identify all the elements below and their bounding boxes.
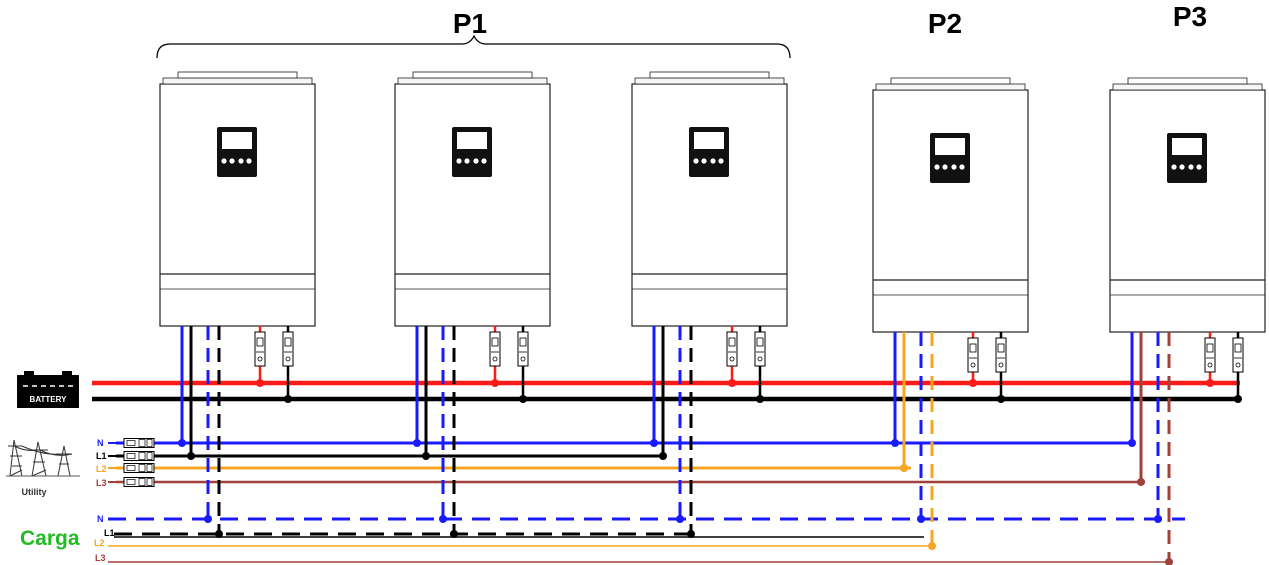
dc-breaker-positive-icon bbox=[726, 331, 738, 367]
utility-breaker-icon bbox=[123, 463, 155, 473]
junction-dot bbox=[676, 515, 684, 523]
junction-dot bbox=[439, 515, 447, 523]
inverter-p1-b bbox=[394, 71, 551, 327]
junction-dot bbox=[1137, 478, 1145, 486]
utility-breaker-icon bbox=[123, 438, 155, 448]
utility-breaker-icon bbox=[123, 477, 155, 487]
battery-negative-junction-dot bbox=[997, 395, 1005, 403]
battery-positive-junction-dot bbox=[728, 379, 736, 387]
inverter-p1-c bbox=[631, 71, 788, 327]
utility-tower-icon bbox=[6, 439, 80, 477]
junction-dot bbox=[187, 452, 195, 460]
group-label-p3: P3 bbox=[1173, 1, 1207, 32]
battery-negative-junction-dot bbox=[284, 395, 292, 403]
dc-breaker-negative-icon bbox=[1232, 337, 1244, 373]
dc-breaker-negative-icon bbox=[995, 337, 1007, 373]
battery-positive-junction-dot bbox=[969, 379, 977, 387]
battery-positive-junction-dot bbox=[256, 379, 264, 387]
junction-dot bbox=[659, 452, 667, 460]
inverter-group bbox=[159, 71, 1266, 333]
load-line-l2-label: L2 bbox=[94, 538, 105, 548]
dc-breaker-positive-icon bbox=[489, 331, 501, 367]
dc-breaker-positive-icon bbox=[1204, 337, 1216, 373]
utility-line-n-label: N bbox=[97, 438, 104, 448]
utility-line-l3-label: L3 bbox=[96, 478, 107, 488]
junction-dot bbox=[204, 515, 212, 523]
junction-dot bbox=[928, 542, 936, 550]
group-label-p2: P2 bbox=[928, 8, 962, 39]
junction-dot bbox=[422, 452, 430, 460]
battery-positive-junction-dot bbox=[1206, 379, 1214, 387]
junction-dot bbox=[1154, 515, 1162, 523]
battery-negative-junction-dot bbox=[756, 395, 764, 403]
junction-dot bbox=[687, 530, 695, 538]
wiring-layer bbox=[92, 326, 1244, 565]
utility-breaker-icon bbox=[123, 451, 155, 461]
junction-dot bbox=[891, 439, 899, 447]
dc-breaker-negative-icon bbox=[282, 331, 294, 367]
junction-dot bbox=[650, 439, 658, 447]
group-label-p1: P1 bbox=[453, 8, 487, 39]
p1-group-brace bbox=[156, 34, 791, 59]
junction-dot bbox=[1128, 439, 1136, 447]
dc-breaker-positive-icon bbox=[254, 331, 266, 367]
battery-label: BATTERY bbox=[30, 395, 68, 404]
junction-dot bbox=[178, 439, 186, 447]
junction-dot bbox=[413, 439, 421, 447]
junction-dot bbox=[215, 530, 223, 538]
utility-line-l2-label: L2 bbox=[96, 464, 107, 474]
dc-breaker-positive-icon bbox=[967, 337, 979, 373]
inverter-p3 bbox=[1109, 77, 1266, 333]
utility-label: Utility bbox=[21, 487, 46, 497]
inverter-p1-a bbox=[159, 71, 316, 327]
junction-dot bbox=[450, 530, 458, 538]
battery-negative-junction-dot bbox=[519, 395, 527, 403]
utility-line-l1-label: L1 bbox=[96, 451, 107, 461]
load-line-l1-label: L1 bbox=[104, 528, 115, 538]
load-line-n-label: N bbox=[97, 514, 104, 524]
load-label: Carga bbox=[20, 527, 80, 550]
load-line-l3-label: L3 bbox=[95, 553, 106, 563]
junction-dot bbox=[1165, 558, 1173, 565]
dc-breaker-negative-icon bbox=[517, 331, 529, 367]
junction-dot bbox=[917, 515, 925, 523]
inverter-p2 bbox=[872, 77, 1029, 333]
dc-breaker-negative-icon bbox=[754, 331, 766, 367]
battery-icon: BATTERY bbox=[17, 371, 79, 408]
battery-positive-junction-dot bbox=[491, 379, 499, 387]
junction-dot bbox=[900, 464, 908, 472]
battery-negative-junction-dot bbox=[1234, 395, 1242, 403]
